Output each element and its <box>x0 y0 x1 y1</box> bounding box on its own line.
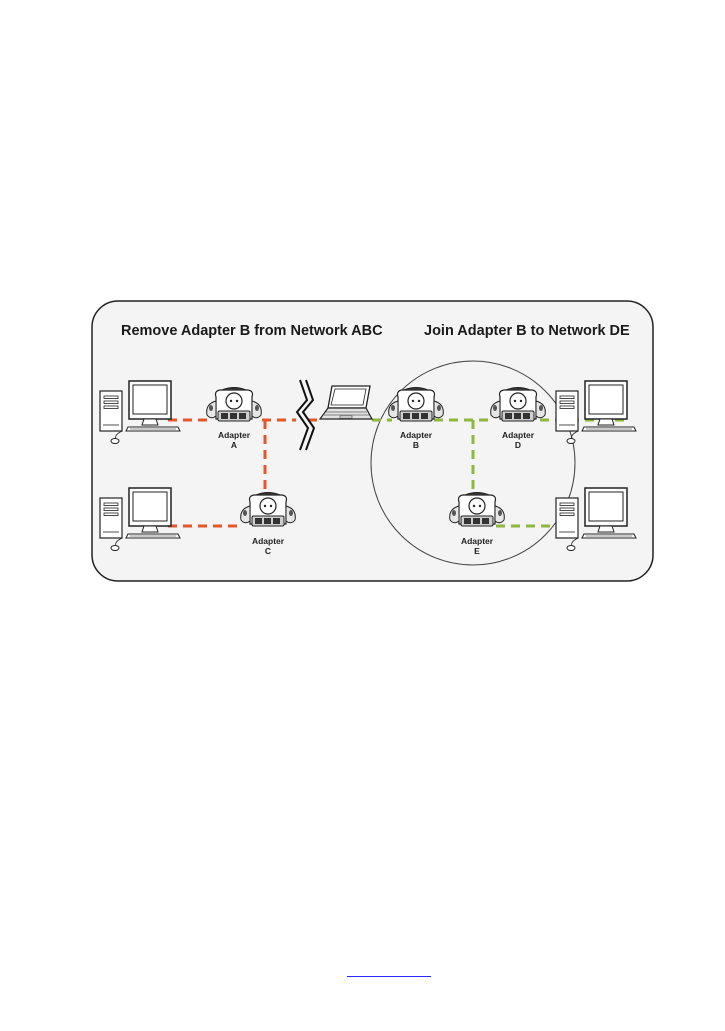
adapter-d-label: Adapter <box>502 430 535 440</box>
adapter-b-label: Adapter <box>400 430 433 440</box>
adapter-a-letter: A <box>231 440 237 450</box>
left-title: Remove Adapter B from Network ABC <box>121 323 383 339</box>
adapter-c-label: Adapter <box>252 536 285 546</box>
adapter-b-letter: B <box>413 440 419 450</box>
adapter-d-letter: D <box>515 440 521 450</box>
adapter-e-label: Adapter <box>461 536 494 546</box>
adapter-a-label: Adapter <box>218 430 251 440</box>
adapter-e-letter: E <box>474 546 480 556</box>
adapter-c-letter: C <box>265 546 271 556</box>
right-title: Join Adapter B to Network DE <box>424 323 630 339</box>
footer-link[interactable] <box>347 962 431 977</box>
